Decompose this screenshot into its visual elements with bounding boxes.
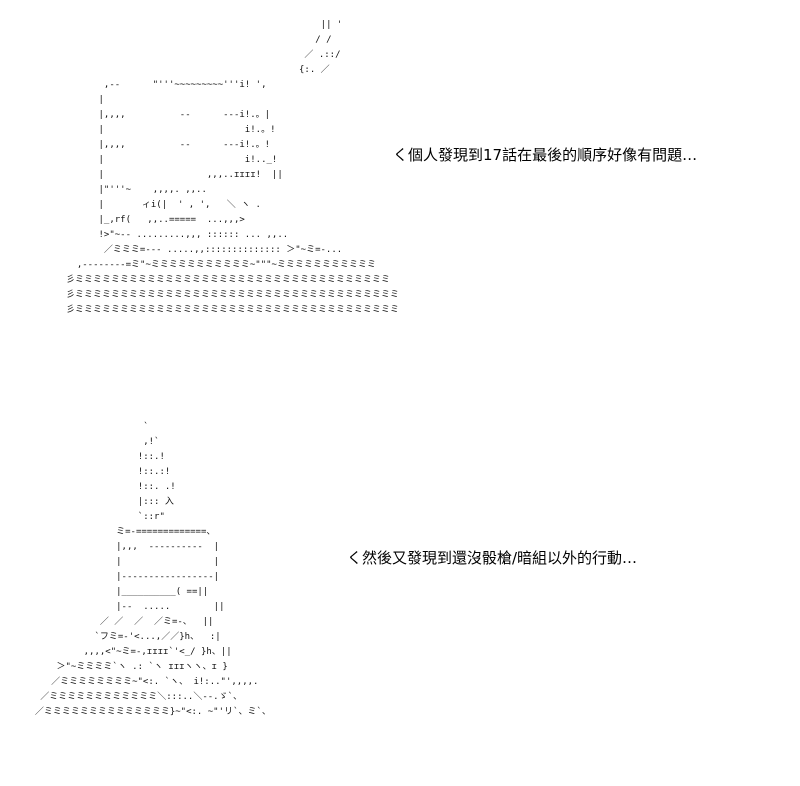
ascii-art-candle-bottom: ` ,!` !::.! !::.:! !::. .! |::: 入 `::r" … bbox=[34, 422, 271, 717]
ascii-art-witch-hat-top: || ' / / ／ .::/ {:. ／ ,-- "'''~~~~~~~~~'… bbox=[66, 20, 400, 315]
caption-top: く個人發現到17話在最後的順序好像有問題… bbox=[393, 146, 698, 164]
caption-bottom: く然後又發現到還沒骰槍/暗組以外的行動… bbox=[347, 549, 638, 567]
